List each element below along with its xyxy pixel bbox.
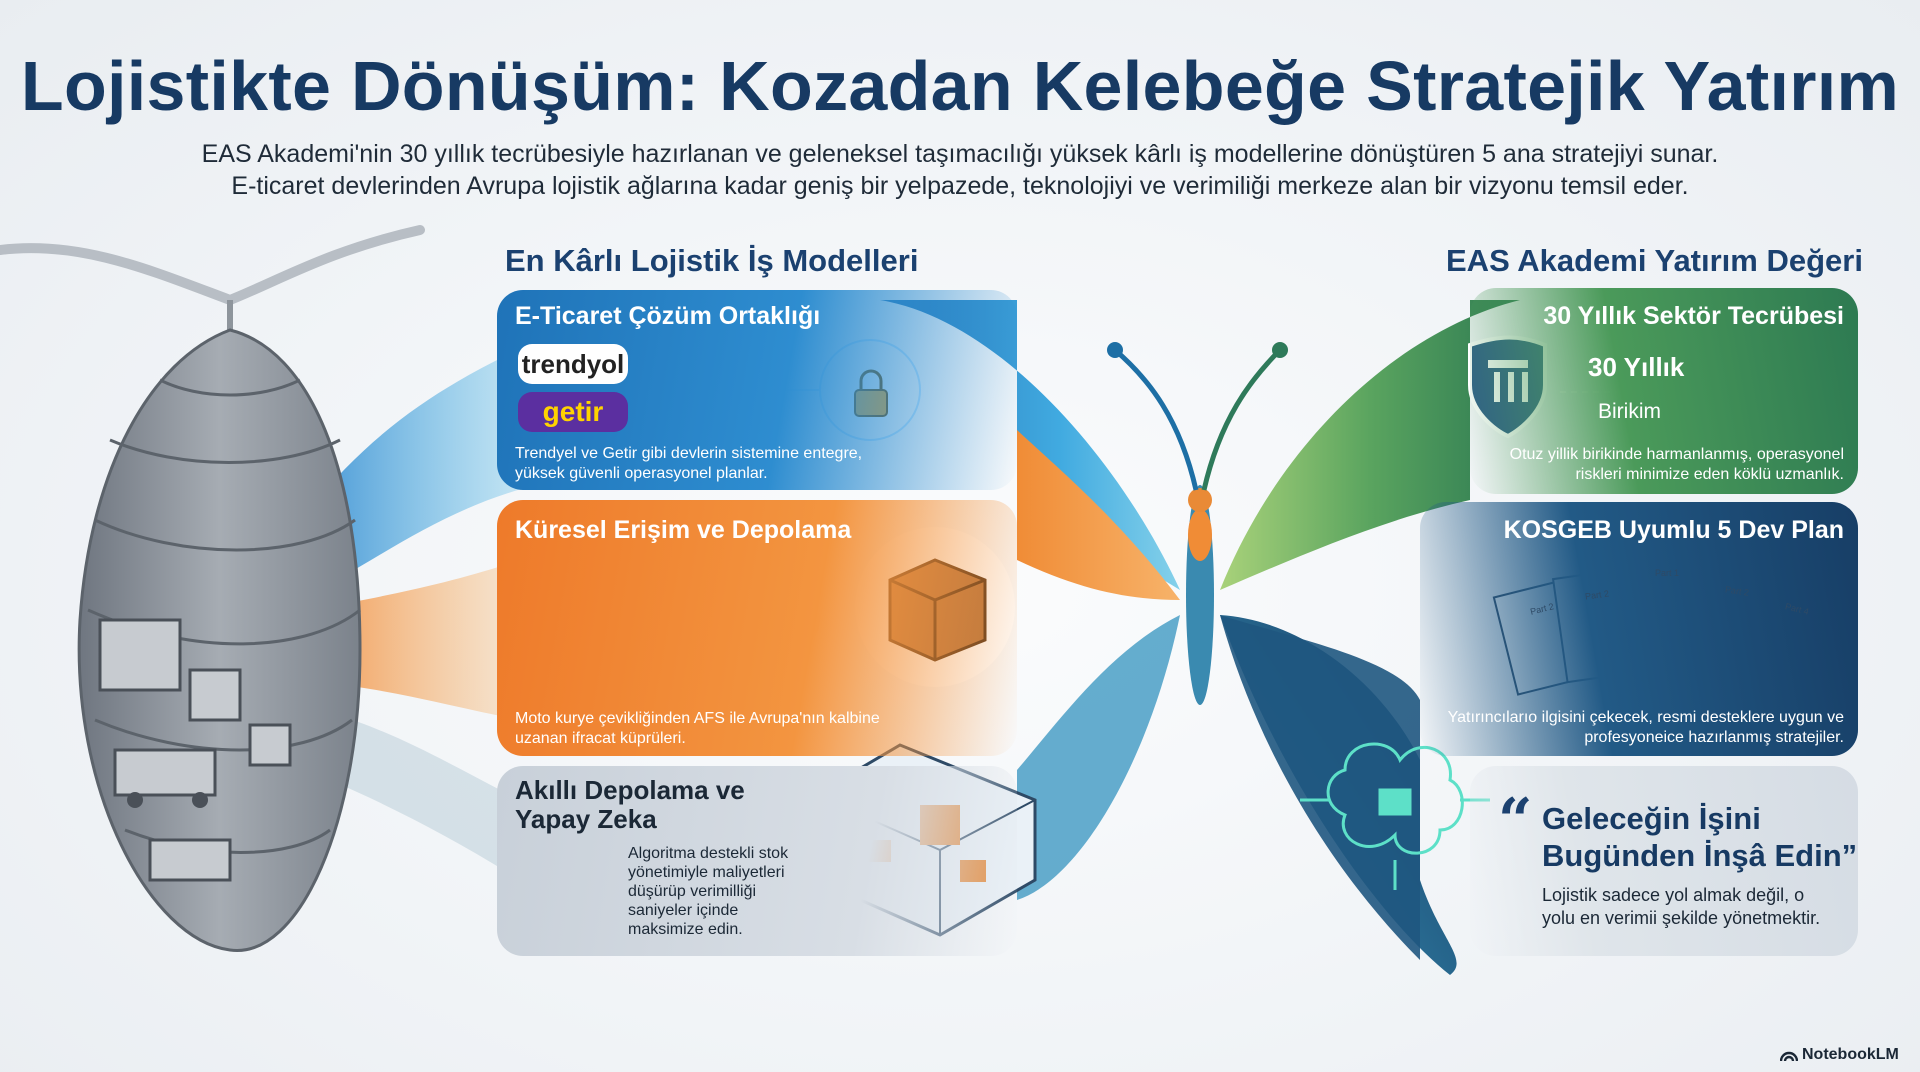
subtitle-line-2: E-ticaret devlerinden Avrupa lojistik ağ… bbox=[231, 172, 1689, 200]
years-sub: Birikim bbox=[1598, 400, 1661, 423]
global-desc: Moto kurye çevikliğinden AFS ile Avrupa'… bbox=[515, 710, 880, 747]
card-experience bbox=[1470, 288, 1858, 494]
card-smart-storage bbox=[497, 766, 1017, 956]
page-title: Lojistikte Dönüşüm: Kozadan Kelebeğe Str… bbox=[20, 47, 1900, 125]
quote-body: Lojistik sadece yol almak değil, o yolu … bbox=[1542, 885, 1821, 928]
smart-storage-title: Akıllı Depolama ve Yapay Zeka bbox=[515, 775, 745, 834]
quote-mark: “ bbox=[1498, 786, 1533, 856]
cocoon bbox=[77, 328, 362, 952]
global-title: Küresel Erişim ve Depolama bbox=[515, 516, 852, 544]
smart-storage-desc: Algoritma destekli stok yönetimiyle mali… bbox=[628, 845, 789, 938]
card-global-access bbox=[497, 500, 1017, 756]
kosgeb-title: KOSGEB Uyumlu 5 Dev Plan bbox=[1503, 516, 1844, 544]
ecommerce-desc: Trendyel ve Getir gibi devlerin sistemin… bbox=[515, 445, 863, 482]
notebooklm-brand: NotebookLM bbox=[1780, 1046, 1899, 1064]
card-ecommerce bbox=[497, 290, 1017, 490]
years-label: 30 Yıllık bbox=[1588, 352, 1685, 382]
subtitle-line-1: EAS Akademi'nin 30 yıllık tecrübesiyle h… bbox=[201, 140, 1719, 168]
card-kosgeb bbox=[1420, 502, 1858, 756]
butterfly bbox=[880, 300, 1520, 975]
notebooklm-icon bbox=[1780, 1051, 1798, 1062]
kosgeb-desc: Yatırıncılarıo ilgisini çekecek, resmi d… bbox=[1447, 709, 1844, 746]
brand-label: NotebookLM bbox=[1802, 1046, 1899, 1063]
experience-desc: Otuz yillik birikinde harmanlanmış, oper… bbox=[1509, 446, 1844, 483]
card-quote bbox=[1470, 766, 1858, 956]
doc-label: Part 1 bbox=[1655, 568, 1680, 578]
left-section-heading: En Kârlı Lojistik İş Modelleri bbox=[505, 243, 919, 278]
ecommerce-title: E-Ticaret Çözüm Ortaklığı bbox=[515, 302, 821, 330]
right-section-heading: EAS Akademi Yatırım Değeri bbox=[1446, 243, 1863, 278]
trendyol-logo: trendyol bbox=[518, 344, 628, 384]
quote-title: Geleceğin İşini Bugünden İnşâ Edin” bbox=[1542, 801, 1858, 873]
experience-title: 30 Yıllık Sektör Tecrübesi bbox=[1543, 302, 1844, 330]
getir-logo: getir bbox=[518, 392, 628, 432]
